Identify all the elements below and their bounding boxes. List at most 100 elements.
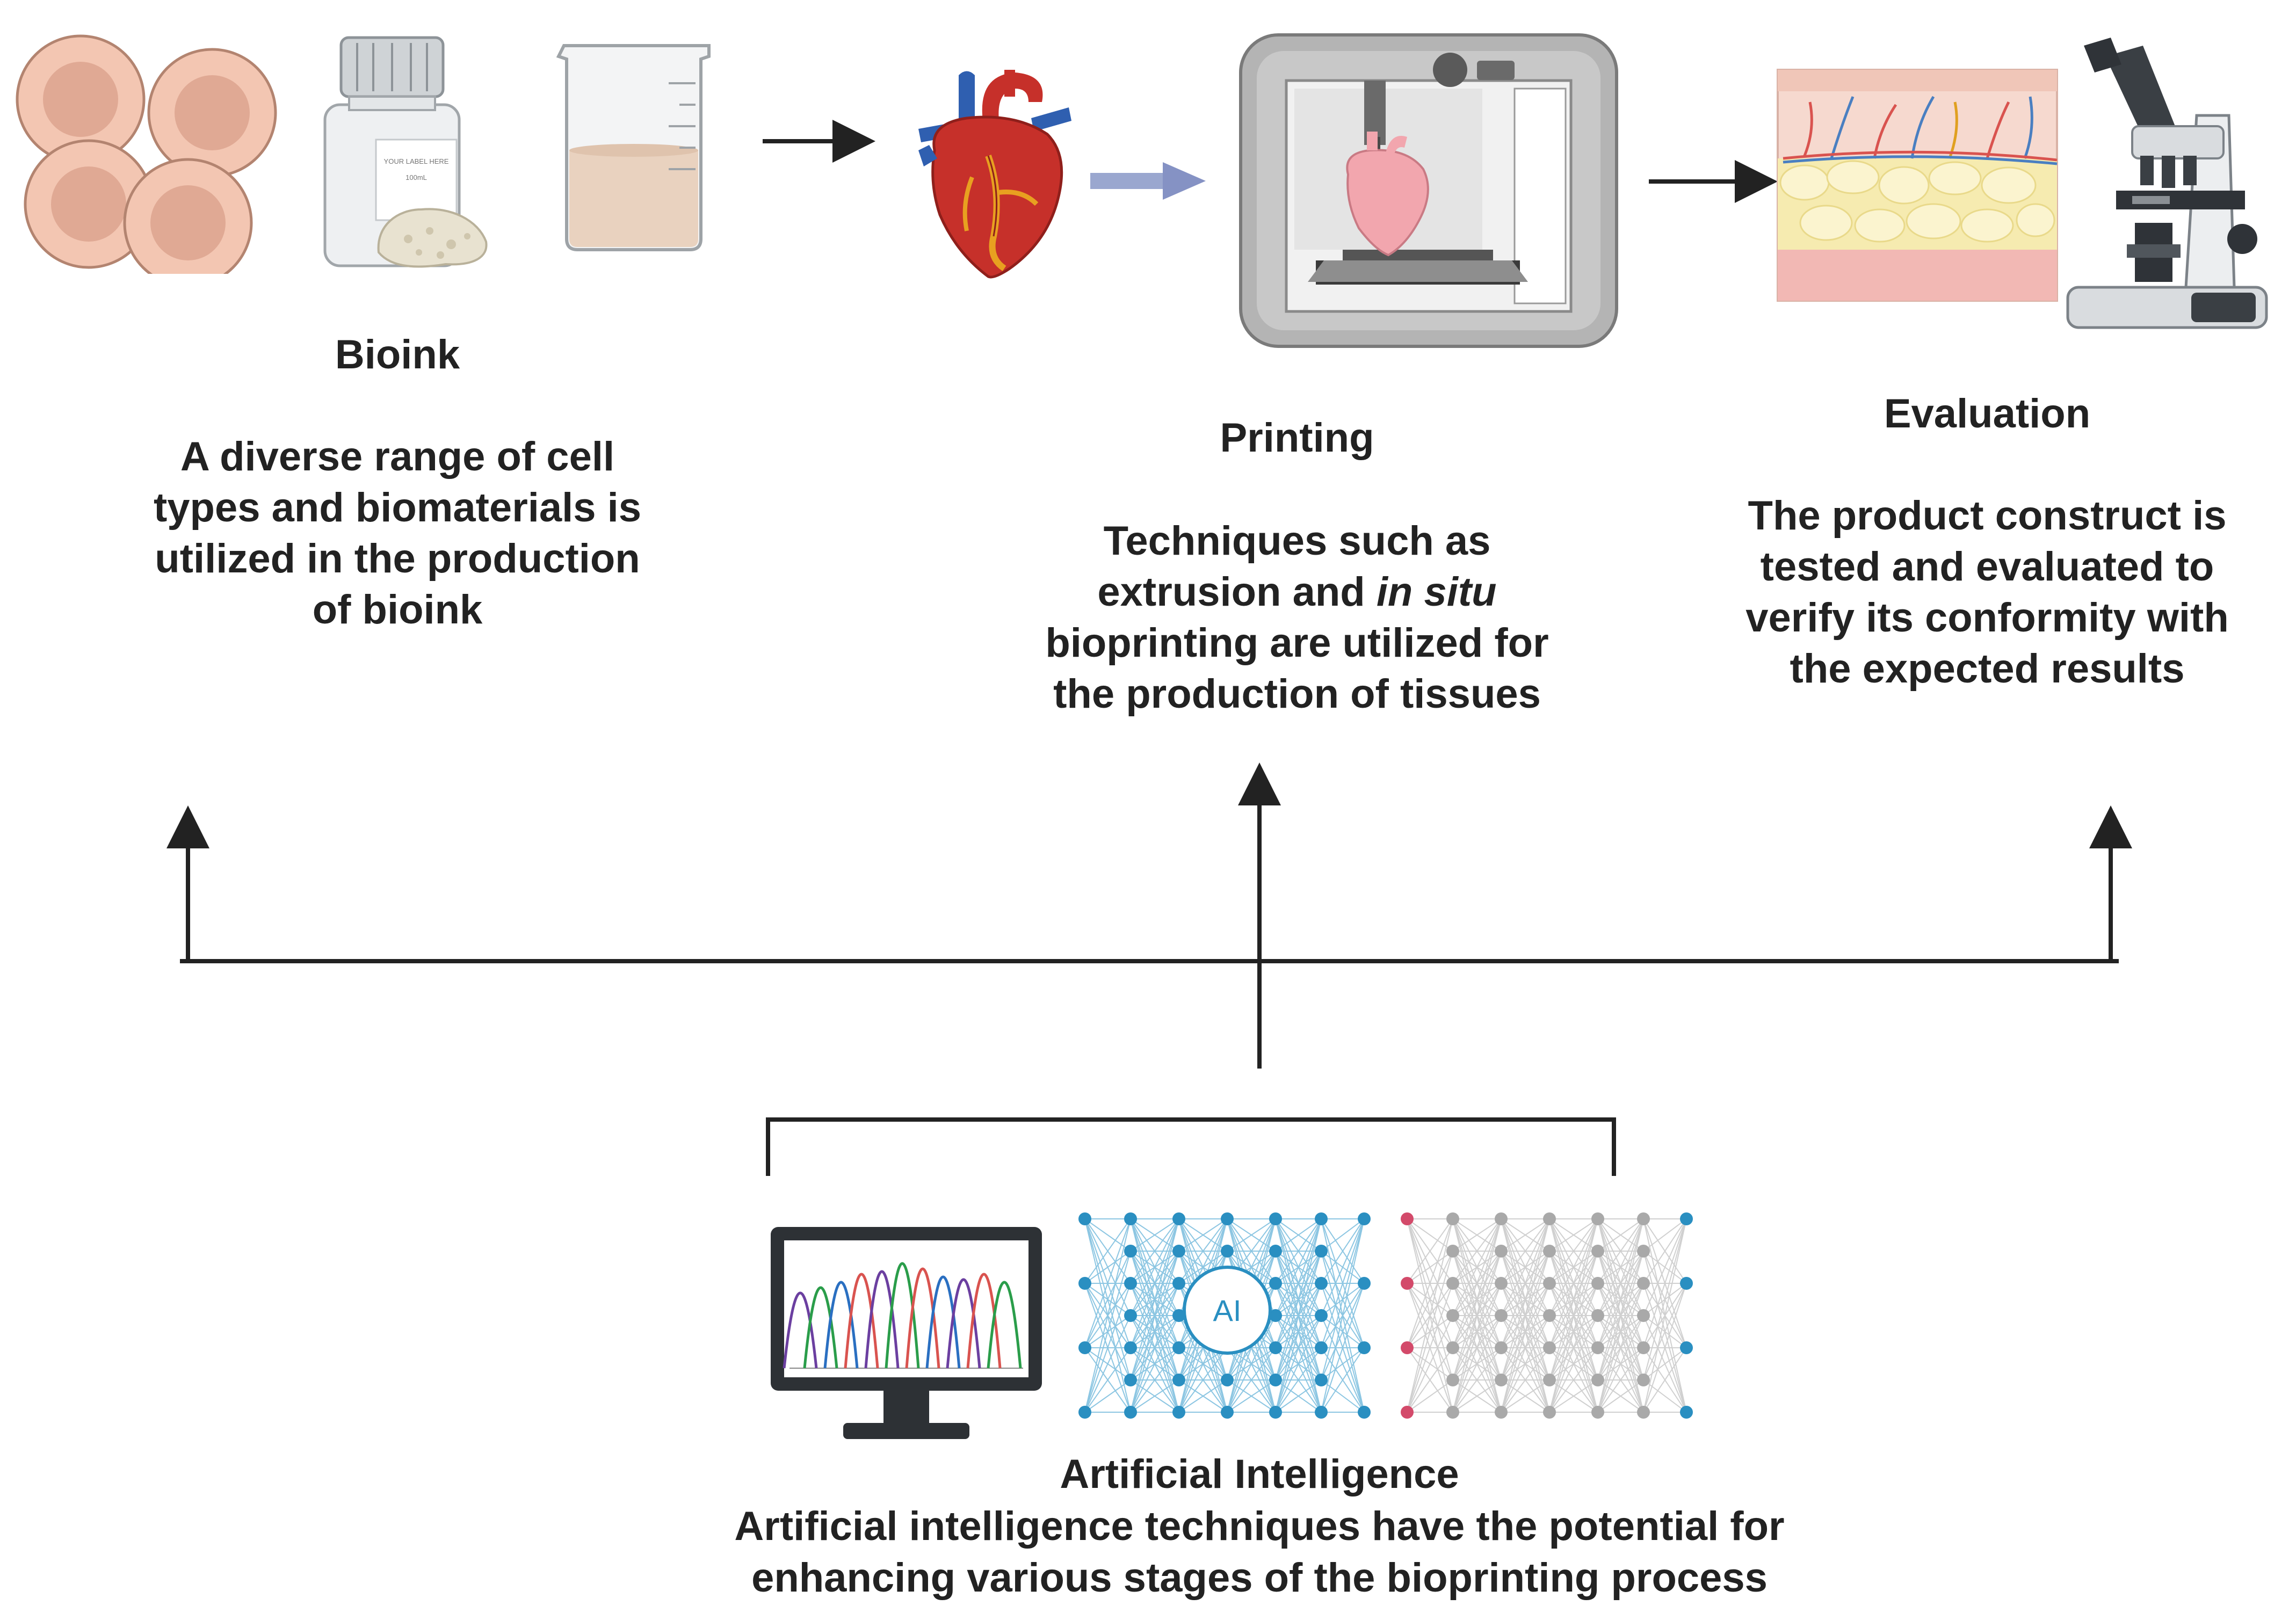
network-node (1543, 1406, 1556, 1419)
bioprinter-icon (1239, 33, 1618, 348)
network-node (1637, 1341, 1650, 1354)
network-node (1446, 1245, 1459, 1258)
network-node (1078, 1277, 1091, 1290)
network-node (1495, 1406, 1508, 1419)
bottle-label-text: YOUR LABEL HERE (384, 157, 449, 165)
network-node (1172, 1212, 1185, 1225)
network-node (1401, 1212, 1414, 1225)
network-node (1543, 1309, 1556, 1322)
network-node (1269, 1277, 1282, 1290)
network-node (1172, 1406, 1185, 1419)
network-node (1124, 1277, 1137, 1290)
evaluation-description: The product construct is tested and eval… (1745, 493, 2229, 692)
network-node (1172, 1341, 1185, 1354)
network-node (1315, 1406, 1328, 1419)
network-node (1269, 1245, 1282, 1258)
printing-description-part2: bioprinting are utilized for the product… (1045, 620, 1549, 717)
network-node (1124, 1309, 1137, 1322)
network-node (1446, 1212, 1459, 1225)
cells-icon (16, 34, 277, 274)
network-node (1591, 1309, 1604, 1322)
network-node (1543, 1277, 1556, 1290)
ai-neural-network-icon: AI (1078, 1212, 1371, 1419)
chromatogram-peak (905, 1267, 940, 1369)
network-node (1124, 1245, 1137, 1258)
network-node (1591, 1245, 1604, 1258)
network-node (1637, 1309, 1650, 1322)
chromatogram-peak (925, 1275, 961, 1369)
network-node (1358, 1341, 1371, 1354)
chromatogram-peak (783, 1291, 818, 1369)
network-node (1591, 1341, 1604, 1354)
network-node (1269, 1406, 1282, 1419)
network-node (1124, 1406, 1137, 1419)
network-node (1680, 1277, 1693, 1290)
network-node (1591, 1212, 1604, 1225)
network-node (1315, 1374, 1328, 1386)
network-node (1495, 1245, 1508, 1258)
network-node (1637, 1212, 1650, 1225)
beaker-icon (556, 44, 711, 251)
network-node (1680, 1341, 1693, 1354)
neural-network-icon (1401, 1212, 1693, 1419)
chromatogram-peak (864, 1270, 900, 1369)
network-node (1269, 1309, 1282, 1322)
network-node (1078, 1406, 1091, 1419)
network-node (1269, 1341, 1282, 1354)
evaluation-title: Evaluation (1884, 391, 2091, 437)
network-node (1495, 1212, 1508, 1225)
chromatogram-peak (823, 1281, 859, 1369)
bioink-description: A diverse range of cell types and biomat… (153, 434, 642, 633)
chromatogram-peak (844, 1273, 879, 1369)
chromatogram-peak (987, 1281, 1022, 1369)
network-node (1446, 1341, 1459, 1354)
network-node (1495, 1374, 1508, 1386)
network-node (1637, 1374, 1650, 1386)
printing-description-part1: Techniques such as extrusion and (1097, 518, 1491, 615)
chromatogram-peak (966, 1273, 1002, 1369)
network-node (1221, 1406, 1234, 1419)
network-node (1172, 1374, 1185, 1386)
biomaterial-bottle-icon: YOUR LABEL HERE 100mL (323, 36, 488, 268)
network-node (1221, 1245, 1234, 1258)
network-node (1358, 1277, 1371, 1290)
network-node (1269, 1374, 1282, 1386)
network-node (1680, 1212, 1693, 1225)
network-node (1591, 1406, 1604, 1419)
ai-node-label: AI (1213, 1294, 1242, 1327)
network-node (1591, 1277, 1604, 1290)
network-node (1637, 1245, 1650, 1258)
network-node (1315, 1245, 1328, 1258)
network-node (1495, 1277, 1508, 1290)
heart-organ-icon (918, 70, 1071, 279)
network-node (1124, 1341, 1137, 1354)
network-node (1591, 1374, 1604, 1386)
network-node (1543, 1341, 1556, 1354)
printing-title: Printing (1220, 415, 1374, 461)
network-node (1315, 1309, 1328, 1322)
network-node (1446, 1374, 1459, 1386)
tissue-sample-icon (1777, 69, 2058, 302)
monitor-chromatogram-icon (771, 1227, 1042, 1439)
printing-description-italic: in situ (1376, 569, 1497, 615)
chromatogram-peaks (783, 1262, 1022, 1369)
network-node (1124, 1374, 1137, 1386)
ai-title: Artificial Intelligence (1060, 1451, 1459, 1497)
network-node (1078, 1212, 1091, 1225)
neural-network-gray (1401, 1212, 1693, 1419)
microscope-icon (2066, 38, 2268, 329)
printing-description: Techniques such as extrusion and in situ… (1018, 515, 1576, 720)
network-node (1221, 1212, 1234, 1225)
network-node (1680, 1406, 1693, 1419)
network-node (1124, 1212, 1137, 1225)
ai-description: Artificial intelligence techniques have … (734, 1503, 1785, 1601)
network-node (1315, 1277, 1328, 1290)
network-node (1543, 1374, 1556, 1386)
network-node (1315, 1212, 1328, 1225)
network-node (1446, 1406, 1459, 1419)
network-node (1401, 1277, 1414, 1290)
network-node (1495, 1309, 1508, 1322)
network-node (1495, 1341, 1508, 1354)
network-node (1401, 1406, 1414, 1419)
